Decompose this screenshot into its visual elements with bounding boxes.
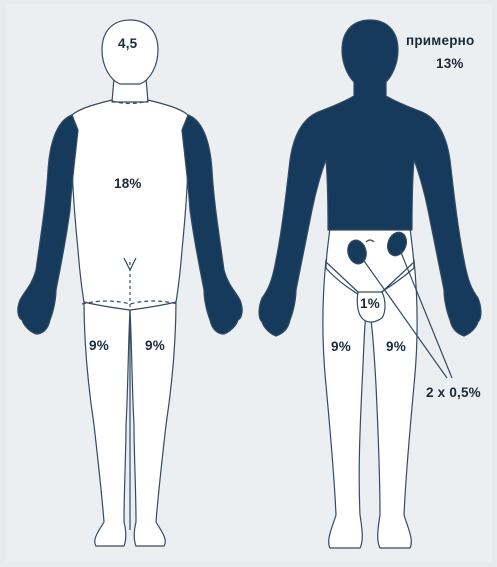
back-head-label: 4,5	[118, 36, 137, 51]
front-view-figure	[259, 20, 481, 548]
front-right-leg-label: 9%	[386, 339, 406, 354]
front-note-line1: примерно	[406, 33, 474, 48]
back-right-leg	[130, 300, 176, 546]
back-left-leg	[84, 300, 130, 546]
front-genital-label: 1%	[360, 296, 380, 311]
front-left-leg-label: 9%	[331, 339, 351, 354]
front-note-line2: 13%	[436, 56, 464, 71]
back-view-figure	[18, 20, 242, 546]
back-right-leg-label: 9%	[145, 338, 165, 353]
back-right-arm	[182, 115, 242, 334]
front-buttocks-label: 2 x 0,5%	[426, 385, 481, 400]
back-trunk-label: 18%	[114, 176, 142, 191]
back-left-leg-label: 9%	[89, 338, 109, 353]
back-torso	[71, 100, 188, 310]
back-left-arm	[18, 115, 78, 334]
back-head	[102, 20, 158, 84]
